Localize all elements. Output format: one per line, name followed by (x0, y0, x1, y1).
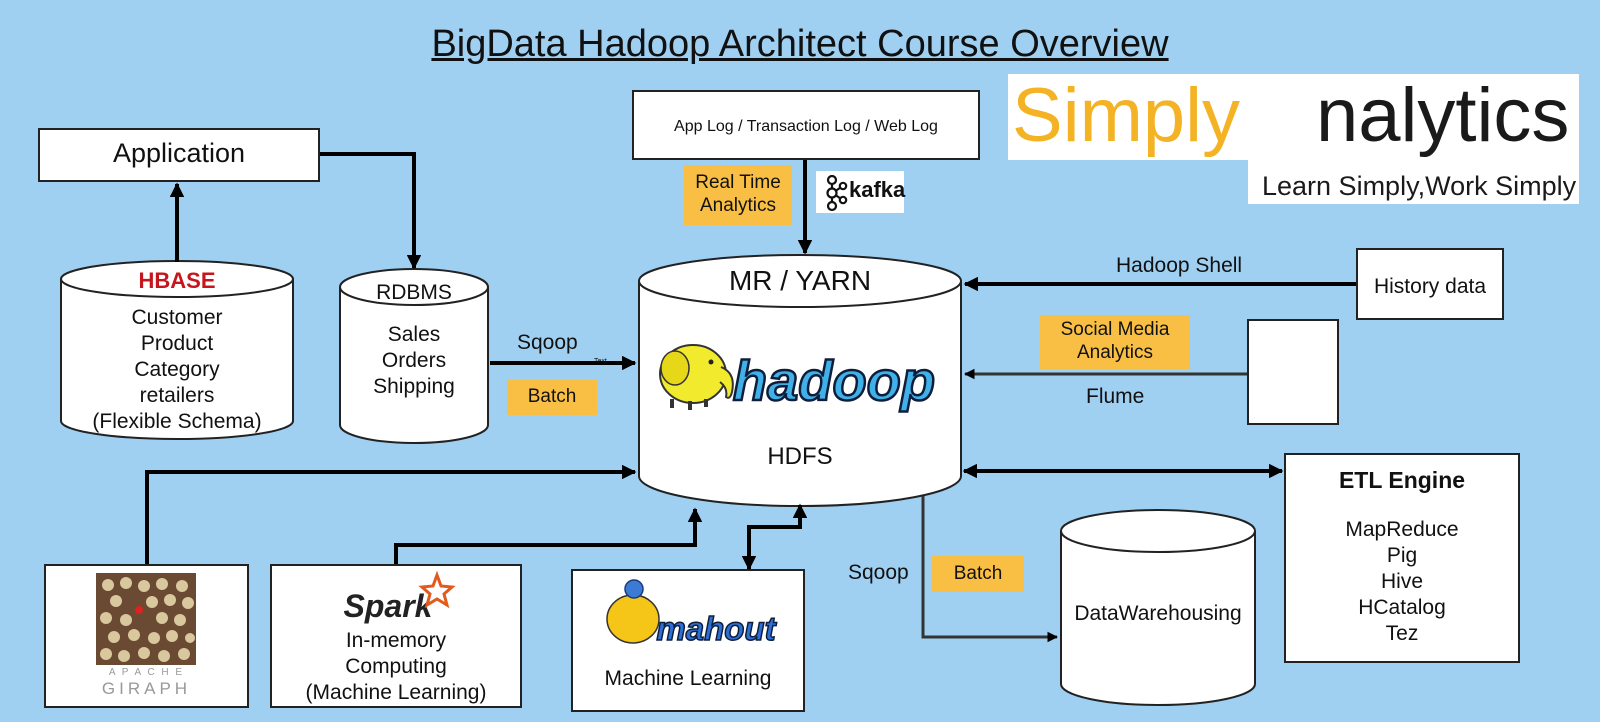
dw-cylinder (1060, 509, 1256, 706)
rdbms-line: Orders (381, 349, 447, 372)
giraph-apache-text: A P A C H E (108, 667, 185, 678)
history-data-box: History data (1356, 248, 1504, 320)
kafka-logo-mark (816, 171, 904, 213)
flume-edge-label: Flume (1086, 385, 1145, 408)
social-line1: Social Media (1060, 319, 1170, 341)
hadoop-shell-edge-label: Hadoop Shell (1116, 254, 1243, 277)
etl-item: Tez (1385, 622, 1419, 645)
logo-tagline: Learn Simply,Work Simply (1262, 171, 1577, 201)
core-hdfs-label: HDFS (767, 443, 833, 470)
hbase-line: retailers (139, 384, 215, 407)
hbase-line: (Flexible Schema) (92, 410, 262, 433)
logo-analytics-text: nalytics (1316, 73, 1570, 158)
hadoop-wordmark: hadoop (733, 349, 935, 412)
hbase-line: Customer (131, 306, 223, 329)
etl-items: MapReduce Pig Hive HCatalog Tez (1286, 517, 1518, 647)
sqoop-out-label: Sqoop (848, 561, 909, 584)
etl-title: ETL Engine (1338, 467, 1466, 493)
realtime-line1: Real Time (695, 172, 781, 194)
giraph-mosaic-icon (96, 573, 196, 665)
hbase-logo: HBASE (138, 268, 215, 293)
social-media-analytics-tag: Social Media Analytics (1040, 315, 1190, 369)
giraph-name-text: GIRAPH (101, 679, 192, 698)
edge-application-to-rdbms (320, 152, 422, 270)
social-line2: Analytics (1076, 342, 1154, 363)
etl-item: MapReduce (1345, 518, 1459, 541)
rdbms-line: Sales (387, 323, 441, 346)
etl-item: Pig (1386, 544, 1418, 567)
applog-label: App Log / Transaction Log / Web Log (674, 118, 938, 135)
simply-analytics-logo (1008, 74, 1579, 160)
spark-line: In-memory (345, 629, 447, 652)
rdbms-tables: Sales Orders Shipping (340, 322, 488, 400)
edge-hadoop-to-dw (921, 496, 1059, 643)
hadoop-elephant-icon (659, 344, 734, 410)
spark-line: Computing (345, 655, 447, 678)
edge-giraph-to-hadoop (145, 464, 637, 564)
etl-engine-box: ETL Engine MapReduce Pig Hive HCatalog T… (1284, 453, 1520, 663)
sqoop-in-tiny-text: Text (594, 358, 607, 365)
hbase-tables: Customer Product Category retailers (Fle… (61, 305, 293, 435)
etl-item: HCatalog (1358, 596, 1446, 619)
sqoop-in-label: Sqoop (517, 331, 578, 354)
hbase-line: Category (134, 358, 220, 381)
rdbms-line: Shipping (373, 375, 455, 398)
sqoop-out-batch-tag: Batch (932, 556, 1024, 592)
edge-hadoop-mahout (741, 503, 808, 571)
etl-item: Hive (1380, 570, 1423, 593)
application-label: Application (112, 138, 246, 168)
mahout-label: Machine Learning (604, 667, 772, 690)
dw-label: DataWarehousing (1074, 602, 1242, 625)
applog-box: App Log / Transaction Log / Web Log (632, 90, 980, 160)
realtime-line2: Analytics (699, 195, 777, 216)
svg-text:mahout: mahout (656, 610, 777, 647)
rdbms-cylinder (339, 268, 489, 444)
history-data-label: History data (1373, 275, 1487, 298)
page-title: BigData Hadoop Architect Course Overview (431, 23, 1169, 65)
hbase-line: Product (140, 332, 214, 355)
realtime-analytics-tag: Real Time Analytics (684, 165, 792, 225)
spark-logo: Spark (344, 570, 456, 624)
spark-text: In-memory Computing (Machine Learning) (270, 628, 522, 706)
edge-spark-to-hadoop (394, 507, 703, 564)
social-icons-box (1247, 319, 1339, 425)
kafka-label: kafka (849, 177, 906, 202)
core-mr-yarn-label: MR / YARN (728, 265, 872, 296)
mahout-logo: mahout (606, 579, 778, 648)
application-box: Application (38, 128, 320, 182)
spark-line: (Machine Learning) (305, 681, 487, 704)
svg-text:Spark: Spark (344, 588, 435, 624)
rdbms-title: RDBMS (376, 281, 452, 304)
logo-tagline-box (1248, 160, 1579, 204)
sqoop-in-batch-tag: Batch (507, 380, 597, 415)
logo-simply-text: Simply (1012, 73, 1241, 158)
